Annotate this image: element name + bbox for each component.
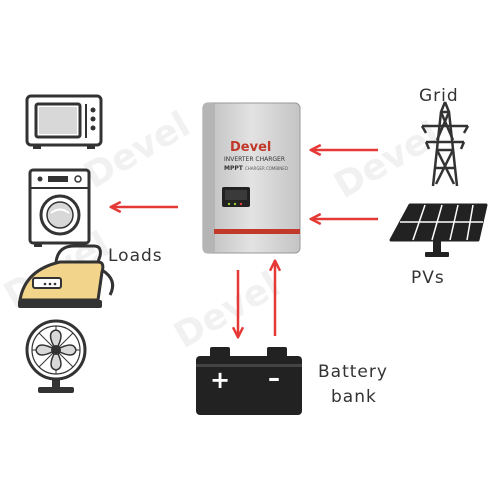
pvs-label: PVs xyxy=(411,268,445,288)
battery-bank-label-line1: Battery xyxy=(318,362,388,382)
inverter-line2b: CHARGER COMBINED xyxy=(245,166,288,171)
inverter-line1: INVERTER CHARGER xyxy=(224,156,286,163)
inverter-line2: MPPT xyxy=(224,165,243,172)
inverter-brand: Devel xyxy=(230,140,272,155)
battery-bank-label-line2: bank xyxy=(331,387,377,407)
grid-label: Grid xyxy=(419,86,459,106)
battery-plus-sign: + xyxy=(210,366,231,394)
battery-minus-sign: – xyxy=(268,364,280,392)
loads-label: Loads xyxy=(108,246,163,266)
